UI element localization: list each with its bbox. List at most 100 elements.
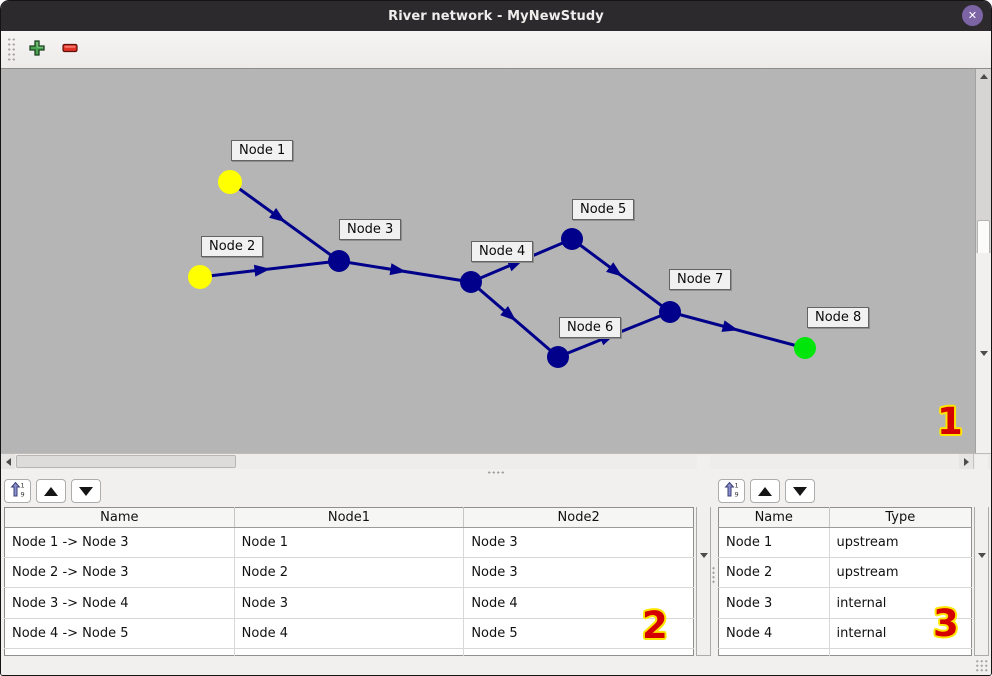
- table-cell[interactable]: Node 3: [463, 557, 694, 589]
- reach-arrow-icon: [721, 320, 739, 332]
- scroll-up-button[interactable]: [976, 69, 991, 83]
- node-label[interactable]: Node 2: [201, 236, 264, 257]
- river-node[interactable]: [460, 271, 482, 293]
- reach-arrow-icon: [269, 207, 286, 223]
- horizontal-scrollbar-thumb[interactable]: [16, 455, 236, 468]
- horizontal-scrollbar-track[interactable]: [15, 454, 959, 469]
- column-header[interactable]: Node2: [463, 507, 694, 528]
- scroll-down-button[interactable]: [976, 253, 991, 453]
- minus-icon: [61, 39, 79, 61]
- table-cell[interactable]: Node 3: [234, 587, 465, 619]
- table-cell[interactable]: Node 2: [718, 557, 830, 589]
- empty-row: [718, 648, 972, 656]
- horizontal-splitter[interactable]: [1, 469, 991, 475]
- table-cell[interactable]: upstream: [829, 557, 972, 589]
- window-resize-grip[interactable]: [975, 659, 988, 672]
- triangle-left-icon: [5, 457, 11, 466]
- reach-arrow-icon: [253, 264, 271, 277]
- table-cell[interactable]: Node 3: [718, 587, 830, 619]
- scroll-left-button[interactable]: [1, 454, 15, 469]
- move-down-button[interactable]: [785, 479, 815, 503]
- table-cell[interactable]: Node 5: [463, 618, 694, 649]
- table-cell[interactable]: Node 4: [463, 587, 694, 619]
- table-cell[interactable]: Node 1: [234, 527, 465, 559]
- table-cell[interactable]: Node 4: [234, 618, 465, 649]
- splitter-grip-icon: [711, 566, 716, 584]
- column-header[interactable]: Name: [718, 507, 830, 528]
- column-header[interactable]: Type: [829, 507, 972, 528]
- river-node[interactable]: [547, 346, 569, 368]
- node-label[interactable]: Node 1: [231, 140, 294, 161]
- svg-text:9: 9: [21, 490, 25, 498]
- node-label[interactable]: Node 8: [807, 307, 870, 328]
- table-cell[interactable]: Node 2 -> Node 3: [4, 557, 235, 589]
- callout-3: 3: [933, 602, 959, 645]
- river-node[interactable]: [659, 301, 681, 323]
- node-label[interactable]: Node 6: [559, 317, 622, 338]
- table-cell[interactable]: Node 2: [234, 557, 465, 589]
- table-cell[interactable]: Node 3 -> Node 4: [4, 587, 235, 619]
- node-label[interactable]: Node 4: [471, 241, 534, 262]
- scroll-down-button[interactable]: [975, 455, 988, 655]
- scroll-right-button[interactable]: [959, 454, 973, 469]
- river-node[interactable]: [561, 228, 583, 250]
- table-cell[interactable]: internal: [829, 618, 972, 649]
- add-button[interactable]: [26, 39, 48, 61]
- main-toolbar: [1, 31, 991, 69]
- river-canvas[interactable]: Node 1 Node 2 Node 3 Node 4 Node 5 Node 6 Node…: [1, 69, 975, 453]
- column-header[interactable]: Name: [4, 507, 235, 528]
- river-node[interactable]: [794, 337, 816, 359]
- close-button[interactable]: ✕: [962, 5, 983, 26]
- titlebar: River network - MyNewStudy ✕: [1, 1, 991, 31]
- table-cell[interactable]: Node 1 -> Node 3: [4, 527, 235, 559]
- river-node[interactable]: [218, 170, 242, 194]
- toolbar-grip-handle[interactable]: [7, 36, 16, 63]
- remove-button[interactable]: [59, 39, 81, 61]
- table-cell[interactable]: Node 4: [718, 618, 830, 649]
- canvas-horizontal-scrollbar[interactable]: [1, 453, 991, 469]
- plus-icon: [28, 39, 46, 61]
- callout-1: 1: [937, 400, 963, 443]
- splitter-grip-icon: [487, 469, 505, 475]
- svg-text:1: 1: [21, 481, 25, 489]
- scroll-down-button[interactable]: [697, 455, 710, 655]
- table-cell[interactable]: upstream: [829, 527, 972, 559]
- table-cell[interactable]: Node 1: [718, 527, 830, 559]
- river-node[interactable]: [188, 265, 212, 289]
- table-cell[interactable]: Node 4 -> Node 5: [4, 618, 235, 649]
- move-up-button[interactable]: [750, 479, 780, 503]
- nodes-table-scrollbar[interactable]: [974, 455, 989, 656]
- river-node[interactable]: [328, 250, 350, 272]
- column-header[interactable]: Node1: [234, 507, 465, 528]
- canvas-vertical-scrollbar[interactable]: [975, 69, 991, 453]
- links-table-scrollbar[interactable]: [696, 455, 711, 656]
- svg-text:1: 1: [735, 481, 739, 489]
- vertical-splitter[interactable]: [711, 475, 716, 675]
- node-label[interactable]: Node 7: [669, 269, 732, 290]
- table-cell[interactable]: Node 3: [463, 527, 694, 559]
- move-up-button[interactable]: [36, 479, 66, 503]
- sort-ascending-button[interactable]: 1 9: [718, 479, 745, 503]
- node-label[interactable]: Node 3: [339, 219, 402, 240]
- move-down-button[interactable]: [71, 479, 101, 503]
- triangle-down-icon: [79, 486, 93, 496]
- table-cell[interactable]: internal: [829, 587, 972, 619]
- sort-ascending-button[interactable]: 1 9: [4, 479, 31, 503]
- reach-arrow-icon: [506, 259, 524, 272]
- callout-2: 2: [642, 604, 668, 647]
- node-label[interactable]: Node 5: [572, 199, 635, 220]
- empty-cell: [234, 648, 465, 656]
- canvas-row: Node 1 Node 2 Node 3 Node 4 Node 5 Node 6 Node…: [1, 69, 991, 453]
